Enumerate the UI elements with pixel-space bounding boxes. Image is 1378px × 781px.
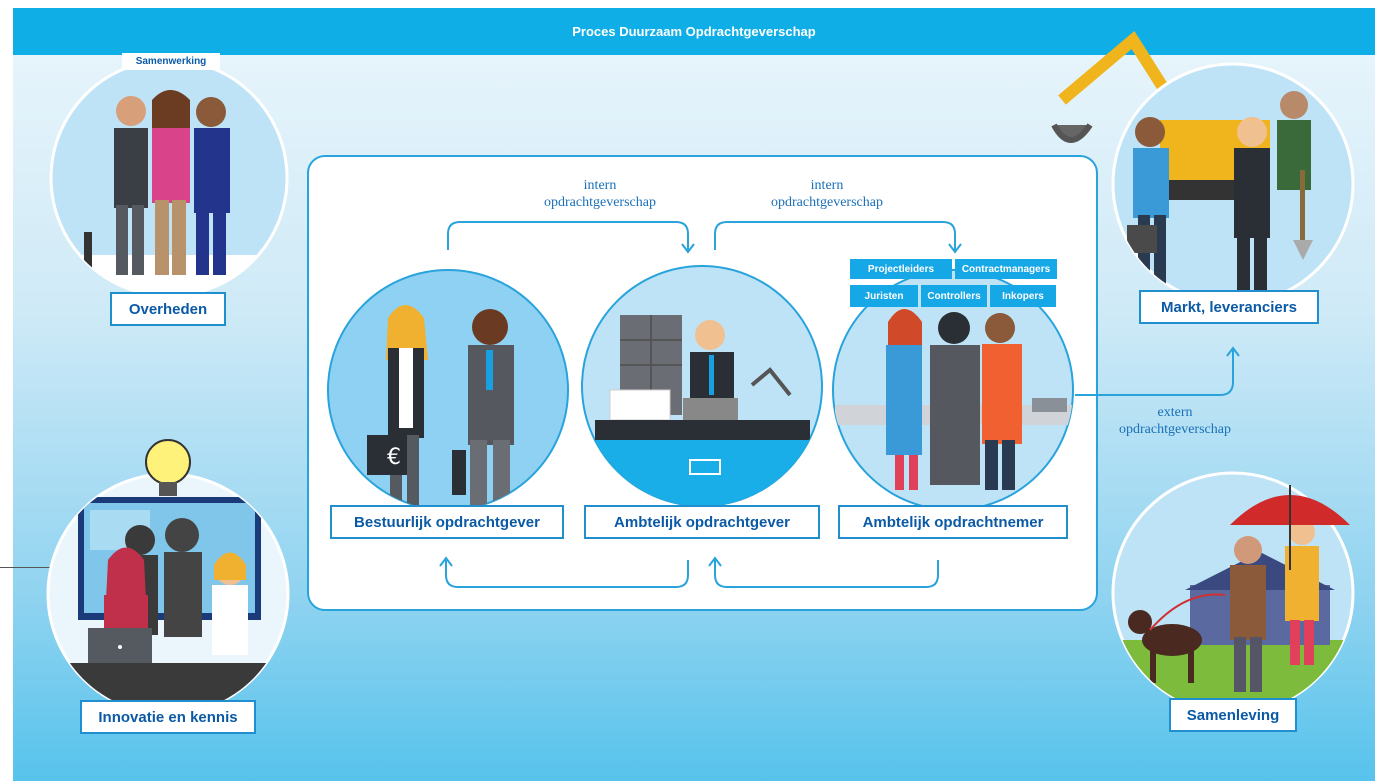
page-title: Proces Duurzaam Opdrachtgeverschap [572, 24, 816, 39]
intern-arrow-2 [714, 221, 956, 250]
flow-label-intern-1-line1: intern [583, 178, 617, 193]
role-tag-juristen: Juristen [850, 285, 918, 307]
edge-line [0, 567, 50, 568]
samenleving-illustration [1111, 471, 1355, 715]
intern-arrow-1 [447, 221, 689, 250]
ambtelijk-nemer-illustration [832, 269, 1074, 511]
flow-label-extern-line2: opdrachtgeverschap [1119, 422, 1231, 437]
overheden-illustration [49, 58, 289, 298]
role-tag-controllers: Controllers [921, 285, 987, 307]
return-arrow-1 [445, 560, 689, 588]
extern-arrow-head [1226, 346, 1240, 357]
ambtelijk-gever-illustration [581, 265, 823, 507]
markt-label: Markt, leveranciers [1139, 290, 1319, 324]
role-tag-contractmanagers: Contractmanagers [955, 259, 1057, 279]
return-arrow-1-head [439, 556, 453, 567]
flow-label-intern-1: intern opdrachtgeverschap [520, 177, 680, 211]
ambtelijk-opdrachtnemer-label: Ambtelijk opdrachtnemer [838, 505, 1068, 539]
intern-arrow-1-head [681, 243, 695, 254]
extern-arrow [1075, 350, 1234, 396]
flow-label-extern: extern opdrachtgeverschap [1095, 404, 1255, 438]
flow-label-intern-2: intern opdrachtgeverschap [747, 177, 907, 211]
innovatie-label: Innovatie en kennis [80, 700, 256, 734]
return-arrow-2 [714, 560, 939, 588]
flow-label-extern-line1: extern [1157, 405, 1193, 420]
role-tag-inkopers: Inkopers [990, 285, 1056, 307]
intern-arrow-2-head [948, 243, 962, 254]
desk-logo-icon [689, 459, 721, 475]
bestuurlijk-opdrachtgever-label: Bestuurlijk opdrachtgever [330, 505, 564, 539]
euro-icon: € [387, 445, 401, 470]
return-arrow-2-head [708, 556, 722, 567]
ambtelijk-opdrachtgever-label: Ambtelijk opdrachtgever [584, 505, 820, 539]
role-tag-projectleiders: Projectleiders [850, 259, 952, 279]
markt-illustration [1051, 30, 1355, 306]
samenwerking-tag: Samenwerking [122, 53, 220, 70]
flow-label-intern-2-line2: opdrachtgeverschap [771, 195, 883, 210]
samenleving-label: Samenleving [1169, 698, 1297, 732]
flow-label-intern-2-line1: intern [810, 178, 844, 193]
header-bar: Proces Duurzaam Opdrachtgeverschap [13, 8, 1375, 55]
overheden-label: Overheden [110, 292, 226, 326]
innovatie-illustration [46, 439, 290, 716]
flow-label-intern-1-line2: opdrachtgeverschap [544, 195, 656, 210]
bestuurlijk-illustration: € [327, 269, 569, 511]
flow-arrows [439, 221, 1240, 588]
